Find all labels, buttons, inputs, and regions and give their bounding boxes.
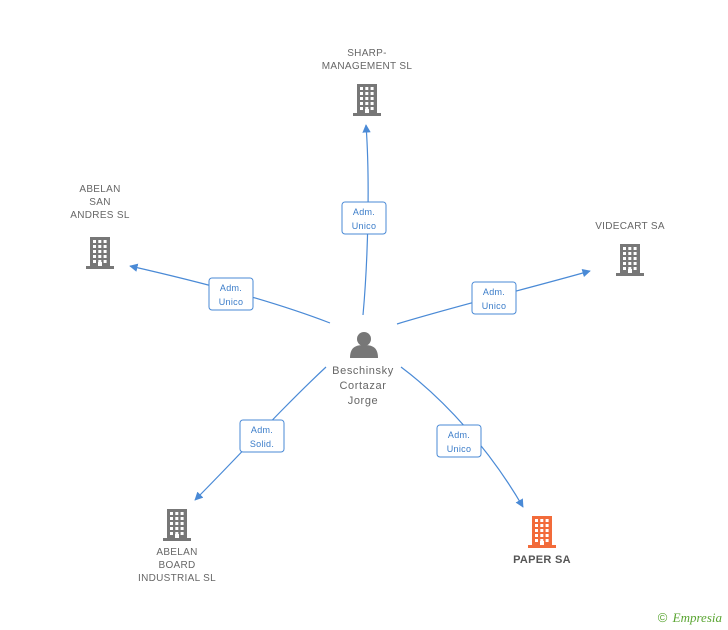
- relation-label: Adm.Unico: [352, 207, 377, 231]
- relation-label: Adm.Unico: [447, 430, 472, 454]
- building-icon: [86, 237, 114, 269]
- person-icon: [350, 332, 378, 358]
- relation-badge-abelan-board[interactable]: Adm.Solid.: [239, 419, 285, 453]
- copyright-symbol: ©: [657, 610, 668, 625]
- brand-name: Empresia: [672, 610, 722, 625]
- company-name-sharp: SHARP-MANAGEMENT SL: [322, 48, 413, 72]
- company-name-paper: PAPER SA: [513, 554, 571, 566]
- relation-label: Adm.Solid.: [250, 425, 274, 449]
- relation-badge-sharp[interactable]: Adm.Unico: [341, 201, 387, 235]
- relation-badge-paper[interactable]: Adm.Unico: [436, 424, 482, 458]
- building-icon: [163, 509, 191, 541]
- footer-brand: © Empresia: [658, 610, 722, 626]
- building-icon: [353, 84, 381, 116]
- relation-badge-videcart[interactable]: Adm.Unico: [471, 281, 517, 315]
- company-name-videcart: VIDECART SA: [595, 221, 665, 232]
- relation-label: Adm.Unico: [219, 283, 244, 307]
- relation-label: Adm.Unico: [482, 287, 507, 311]
- relation-badge-abelan-san-andres[interactable]: Adm.Unico: [208, 277, 254, 311]
- building-icon: [528, 516, 556, 548]
- building-icon: [616, 244, 644, 276]
